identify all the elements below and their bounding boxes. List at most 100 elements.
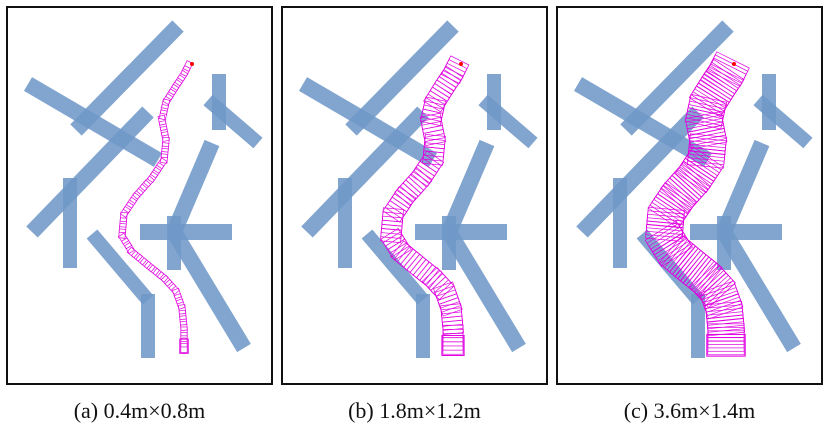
obstacle-corridor: [70, 20, 184, 136]
robot-footprint: [161, 98, 171, 110]
robot-footprint: [381, 207, 404, 223]
robot-footprint: [173, 293, 184, 305]
robot-footprint: [698, 280, 739, 307]
robot-footprint: [402, 173, 427, 197]
obstacle-corridor: [301, 106, 429, 238]
obstacle-corridor: [23, 77, 163, 167]
robot-footprint: [684, 111, 724, 133]
robot-footprint: [408, 167, 433, 191]
robot-footprint: [160, 153, 169, 164]
robot-footprint: [441, 315, 464, 331]
caption-b: (b) 1.8m×1.2m: [348, 398, 481, 423]
robot-footprint: [119, 211, 128, 223]
robot-footprint: [379, 227, 403, 244]
obstacle-corridor: [26, 106, 154, 238]
robot-footprint: [387, 193, 412, 216]
robot-footprint: [125, 196, 138, 209]
robot-footprint: [684, 146, 724, 179]
goal-marker: [459, 62, 463, 66]
robot-footprint: [444, 55, 470, 77]
robot-footprint: [118, 228, 127, 239]
robot-footprint: [440, 307, 463, 323]
obstacle-corridor: [442, 227, 526, 353]
robot-footprint: [171, 79, 183, 91]
obstacle-corridor: [167, 227, 251, 353]
goal-marker: [732, 62, 736, 66]
map-c: [573, 20, 813, 358]
robot-footprint: [381, 215, 404, 231]
robot-footprint: [178, 309, 187, 321]
robot-footprint: [381, 211, 404, 227]
robot-footprint: [165, 88, 177, 101]
footprints-c: [644, 51, 750, 357]
caption-a: (a) 0.4m×0.8m: [73, 398, 206, 423]
robot-footprint: [139, 179, 152, 192]
robot-footprint: [118, 223, 127, 234]
obstacles-a: [23, 20, 263, 358]
robot-footprint: [441, 311, 464, 327]
robot-footprint: [180, 332, 188, 342]
robot-footprint: [130, 250, 143, 262]
robot-footprint: [646, 206, 685, 225]
robot-footprint: [119, 217, 128, 228]
footprints-b: [379, 55, 470, 356]
obstacle-corridor: [576, 106, 704, 238]
robot-footprint: [405, 170, 430, 194]
start-footprint: [706, 333, 746, 357]
robot-footprint: [161, 142, 170, 153]
robot-footprint: [180, 337, 188, 348]
robot-footprint: [122, 201, 135, 214]
obstacles-b: [298, 20, 538, 358]
robot-footprint: [171, 287, 182, 300]
robot-footprint: [175, 298, 186, 310]
robot-footprint: [710, 51, 750, 81]
robot-footprint: [121, 237, 133, 250]
robot-footprint: [162, 93, 174, 105]
robot-footprint: [143, 260, 156, 273]
robot-footprint: [179, 315, 188, 326]
robot-footprint: [148, 264, 161, 276]
robot-footprint: [180, 326, 188, 337]
start-footprint: [179, 338, 189, 354]
obstacle-corridor: [717, 227, 801, 353]
robot-footprint: [160, 131, 170, 142]
robot-footprint: [442, 341, 464, 355]
obstacle-corridor: [636, 229, 704, 305]
robot-footprint: [177, 69, 189, 82]
robot-footprint: [143, 175, 155, 188]
obstacle-corridor: [345, 20, 459, 136]
robot-footprint: [442, 337, 464, 351]
robot-footprint: [153, 161, 165, 174]
obstacle-corridor: [620, 20, 734, 136]
panel-a: [6, 6, 273, 385]
robot-footprint: [180, 65, 191, 77]
robot-footprint: [159, 125, 169, 137]
obstacle-corridor: [573, 77, 713, 167]
robot-footprint: [128, 192, 141, 205]
robot-footprint: [132, 187, 144, 200]
robot-footprint: [152, 267, 165, 280]
robot-footprint: [391, 186, 417, 209]
robot-footprint: [380, 223, 403, 239]
robot-footprint: [179, 320, 188, 332]
start-footprint: [441, 335, 465, 356]
robot-footprint: [180, 343, 188, 353]
robot-footprint: [119, 205, 132, 218]
caption-c: (c) 3.6m×1.4m: [623, 398, 756, 423]
robot-footprint: [414, 157, 440, 180]
robot-footprint: [158, 109, 168, 121]
robot-footprint: [168, 283, 180, 295]
robot-footprint: [118, 232, 130, 245]
panel-c: [556, 6, 823, 385]
obstacle-corridor: [361, 229, 429, 305]
robot-footprint: [182, 60, 194, 72]
robot-footprint: [164, 278, 177, 291]
robot-footprint: [156, 157, 168, 170]
robot-footprint: [135, 253, 148, 266]
map-b: [298, 20, 538, 358]
obstacles-c: [573, 20, 813, 358]
goal-marker: [190, 62, 194, 66]
robot-footprint: [161, 136, 170, 148]
panel-b: [281, 6, 548, 385]
robot-footprint: [160, 147, 169, 159]
